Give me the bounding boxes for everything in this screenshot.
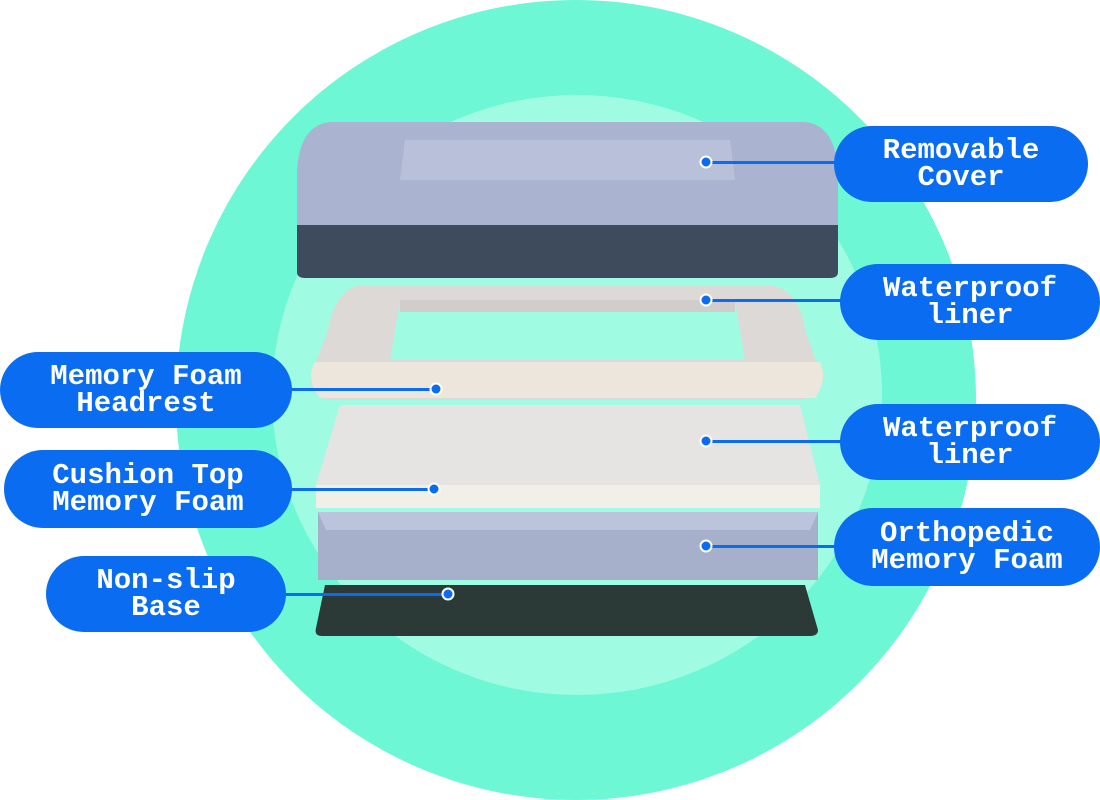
connector-line	[706, 545, 836, 548]
label-waterproof-liner-bottom: Waterproof liner	[840, 404, 1100, 480]
marker-dot	[699, 155, 713, 169]
label-cushion-top-memory-foam: Cushion Top Memory Foam	[4, 450, 292, 528]
connector-line	[706, 299, 842, 302]
non-slip-base-layer	[315, 585, 818, 636]
marker-dot	[699, 293, 713, 307]
connector-line	[706, 161, 836, 164]
label-orthopedic-memory-foam: Orthopedic Memory Foam	[834, 508, 1100, 586]
connector-line	[290, 488, 434, 491]
label-waterproof-liner-top: Waterproof liner	[840, 264, 1100, 340]
label-memory-foam-headrest: Memory Foam Headrest	[0, 352, 292, 428]
marker-dot	[699, 539, 713, 553]
cushion-top-foam-layer	[316, 405, 820, 485]
connector-line	[290, 388, 436, 391]
connector-line	[706, 440, 842, 443]
bed-layers-illustration	[297, 122, 838, 636]
connector-line	[284, 593, 448, 596]
marker-dot	[441, 587, 455, 601]
marker-dot	[429, 382, 443, 396]
marker-dot	[427, 482, 441, 496]
label-non-slip-base: Non-slip Base	[46, 556, 286, 632]
label-removable-cover: Removable Cover	[834, 126, 1088, 202]
marker-dot	[699, 434, 713, 448]
